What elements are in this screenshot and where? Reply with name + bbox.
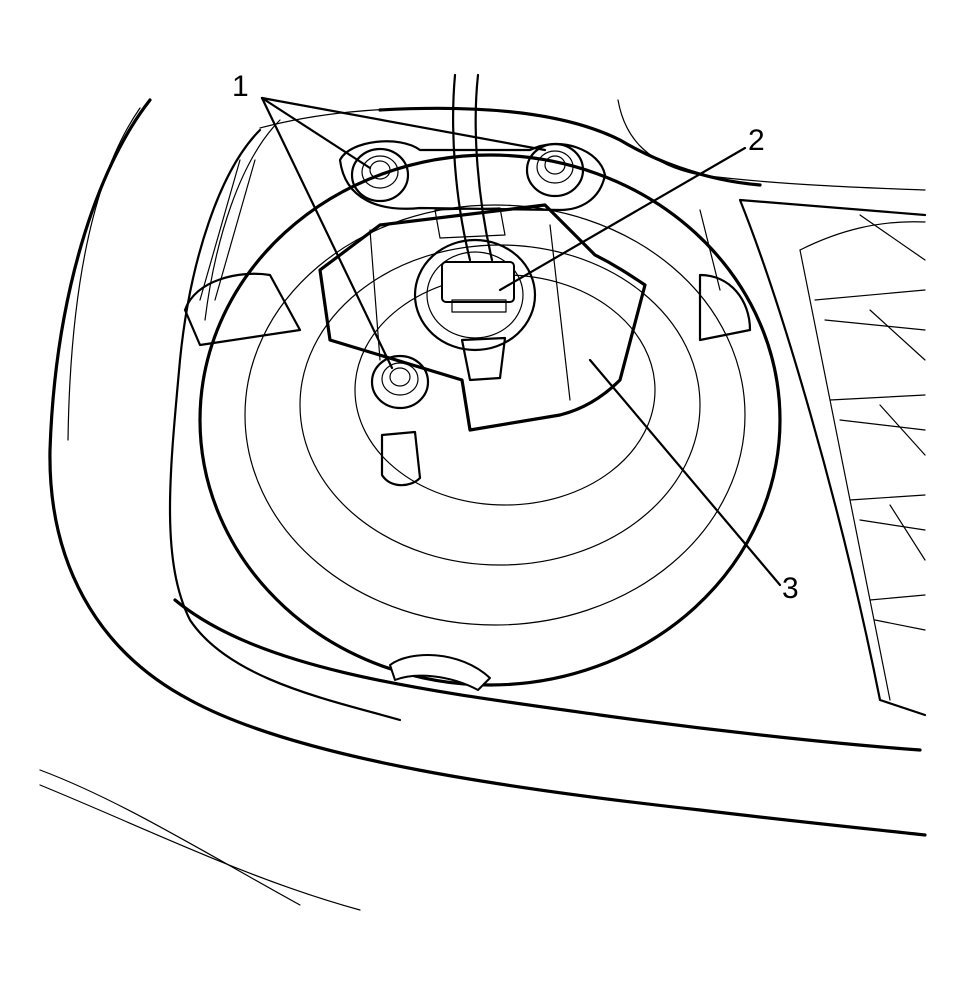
bolt-upper-right <box>525 142 585 198</box>
leader-lines <box>260 96 782 587</box>
lamp-rear-cover <box>183 153 782 691</box>
grille-panel <box>738 198 927 717</box>
mounting-bolts <box>350 142 585 487</box>
bolt-lower-left <box>370 354 430 410</box>
bolt-upper-left <box>350 147 410 203</box>
housing-outline <box>39 98 927 911</box>
callout-2-label: 2 <box>748 124 765 157</box>
callout-labels: 1 2 3 <box>232 70 799 605</box>
callout-3-label: 3 <box>782 572 799 605</box>
bulb-socket-area <box>318 73 647 432</box>
callout-1-label: 1 <box>232 70 249 103</box>
